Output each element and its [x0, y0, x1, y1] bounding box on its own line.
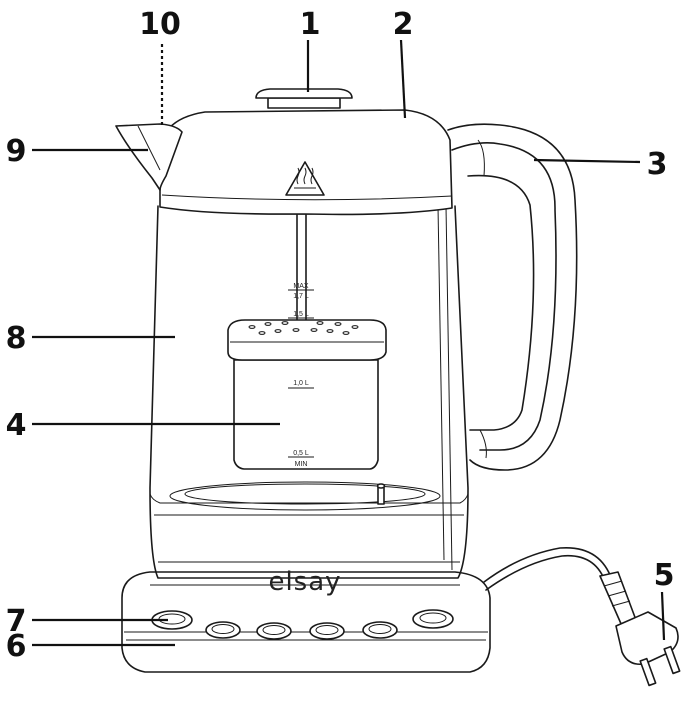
scale-max: MAX — [293, 283, 309, 290]
brand-logo: elsay — [268, 567, 341, 597]
scale-0-5-l: 0,5 L — [293, 450, 309, 457]
infuser-lid-holes — [248, 321, 359, 335]
lid-release-button[interactable] — [255, 88, 353, 109]
tea-infuser — [227, 214, 387, 470]
callout-6: 6 — [6, 629, 27, 664]
function-button[interactable] — [256, 622, 292, 640]
scale-1-5-l: 1,5 L — [293, 311, 309, 318]
callout-numbers: 1 2 3 4 5 6 7 8 9 10 — [6, 7, 675, 664]
callout-4: 4 — [6, 408, 27, 443]
scale-1-0-l: 1,0 L — [293, 380, 309, 387]
callout-lines — [32, 39, 666, 647]
power-cord — [483, 547, 613, 591]
spout — [115, 123, 183, 191]
callout-3: 3 — [647, 147, 668, 182]
heating-plate — [169, 481, 441, 511]
scale-min: MIN — [295, 461, 308, 468]
function-button[interactable] — [362, 621, 398, 639]
function-button[interactable] — [309, 622, 345, 640]
callout-8: 8 — [6, 321, 27, 356]
callout-5: 5 — [654, 558, 675, 593]
scale-1-7-l: 1,7 L — [293, 293, 309, 300]
callout-10: 10 — [139, 7, 181, 42]
function-button[interactable] — [205, 621, 241, 639]
callout-7: 7 — [6, 604, 27, 639]
function-button[interactable] — [412, 609, 454, 629]
control-buttons — [151, 609, 454, 640]
callout-2: 2 — [393, 7, 414, 42]
base-station — [121, 571, 491, 673]
hot-surface-warning-icon — [285, 161, 325, 196]
handle — [447, 123, 578, 471]
glass-body — [149, 205, 469, 579]
callout-1: 1 — [300, 7, 321, 42]
water-level-scale: MAX 1,7 L 1,5 L 1,0 L 0,5 L MIN — [288, 283, 314, 468]
callout-9: 9 — [6, 134, 27, 169]
